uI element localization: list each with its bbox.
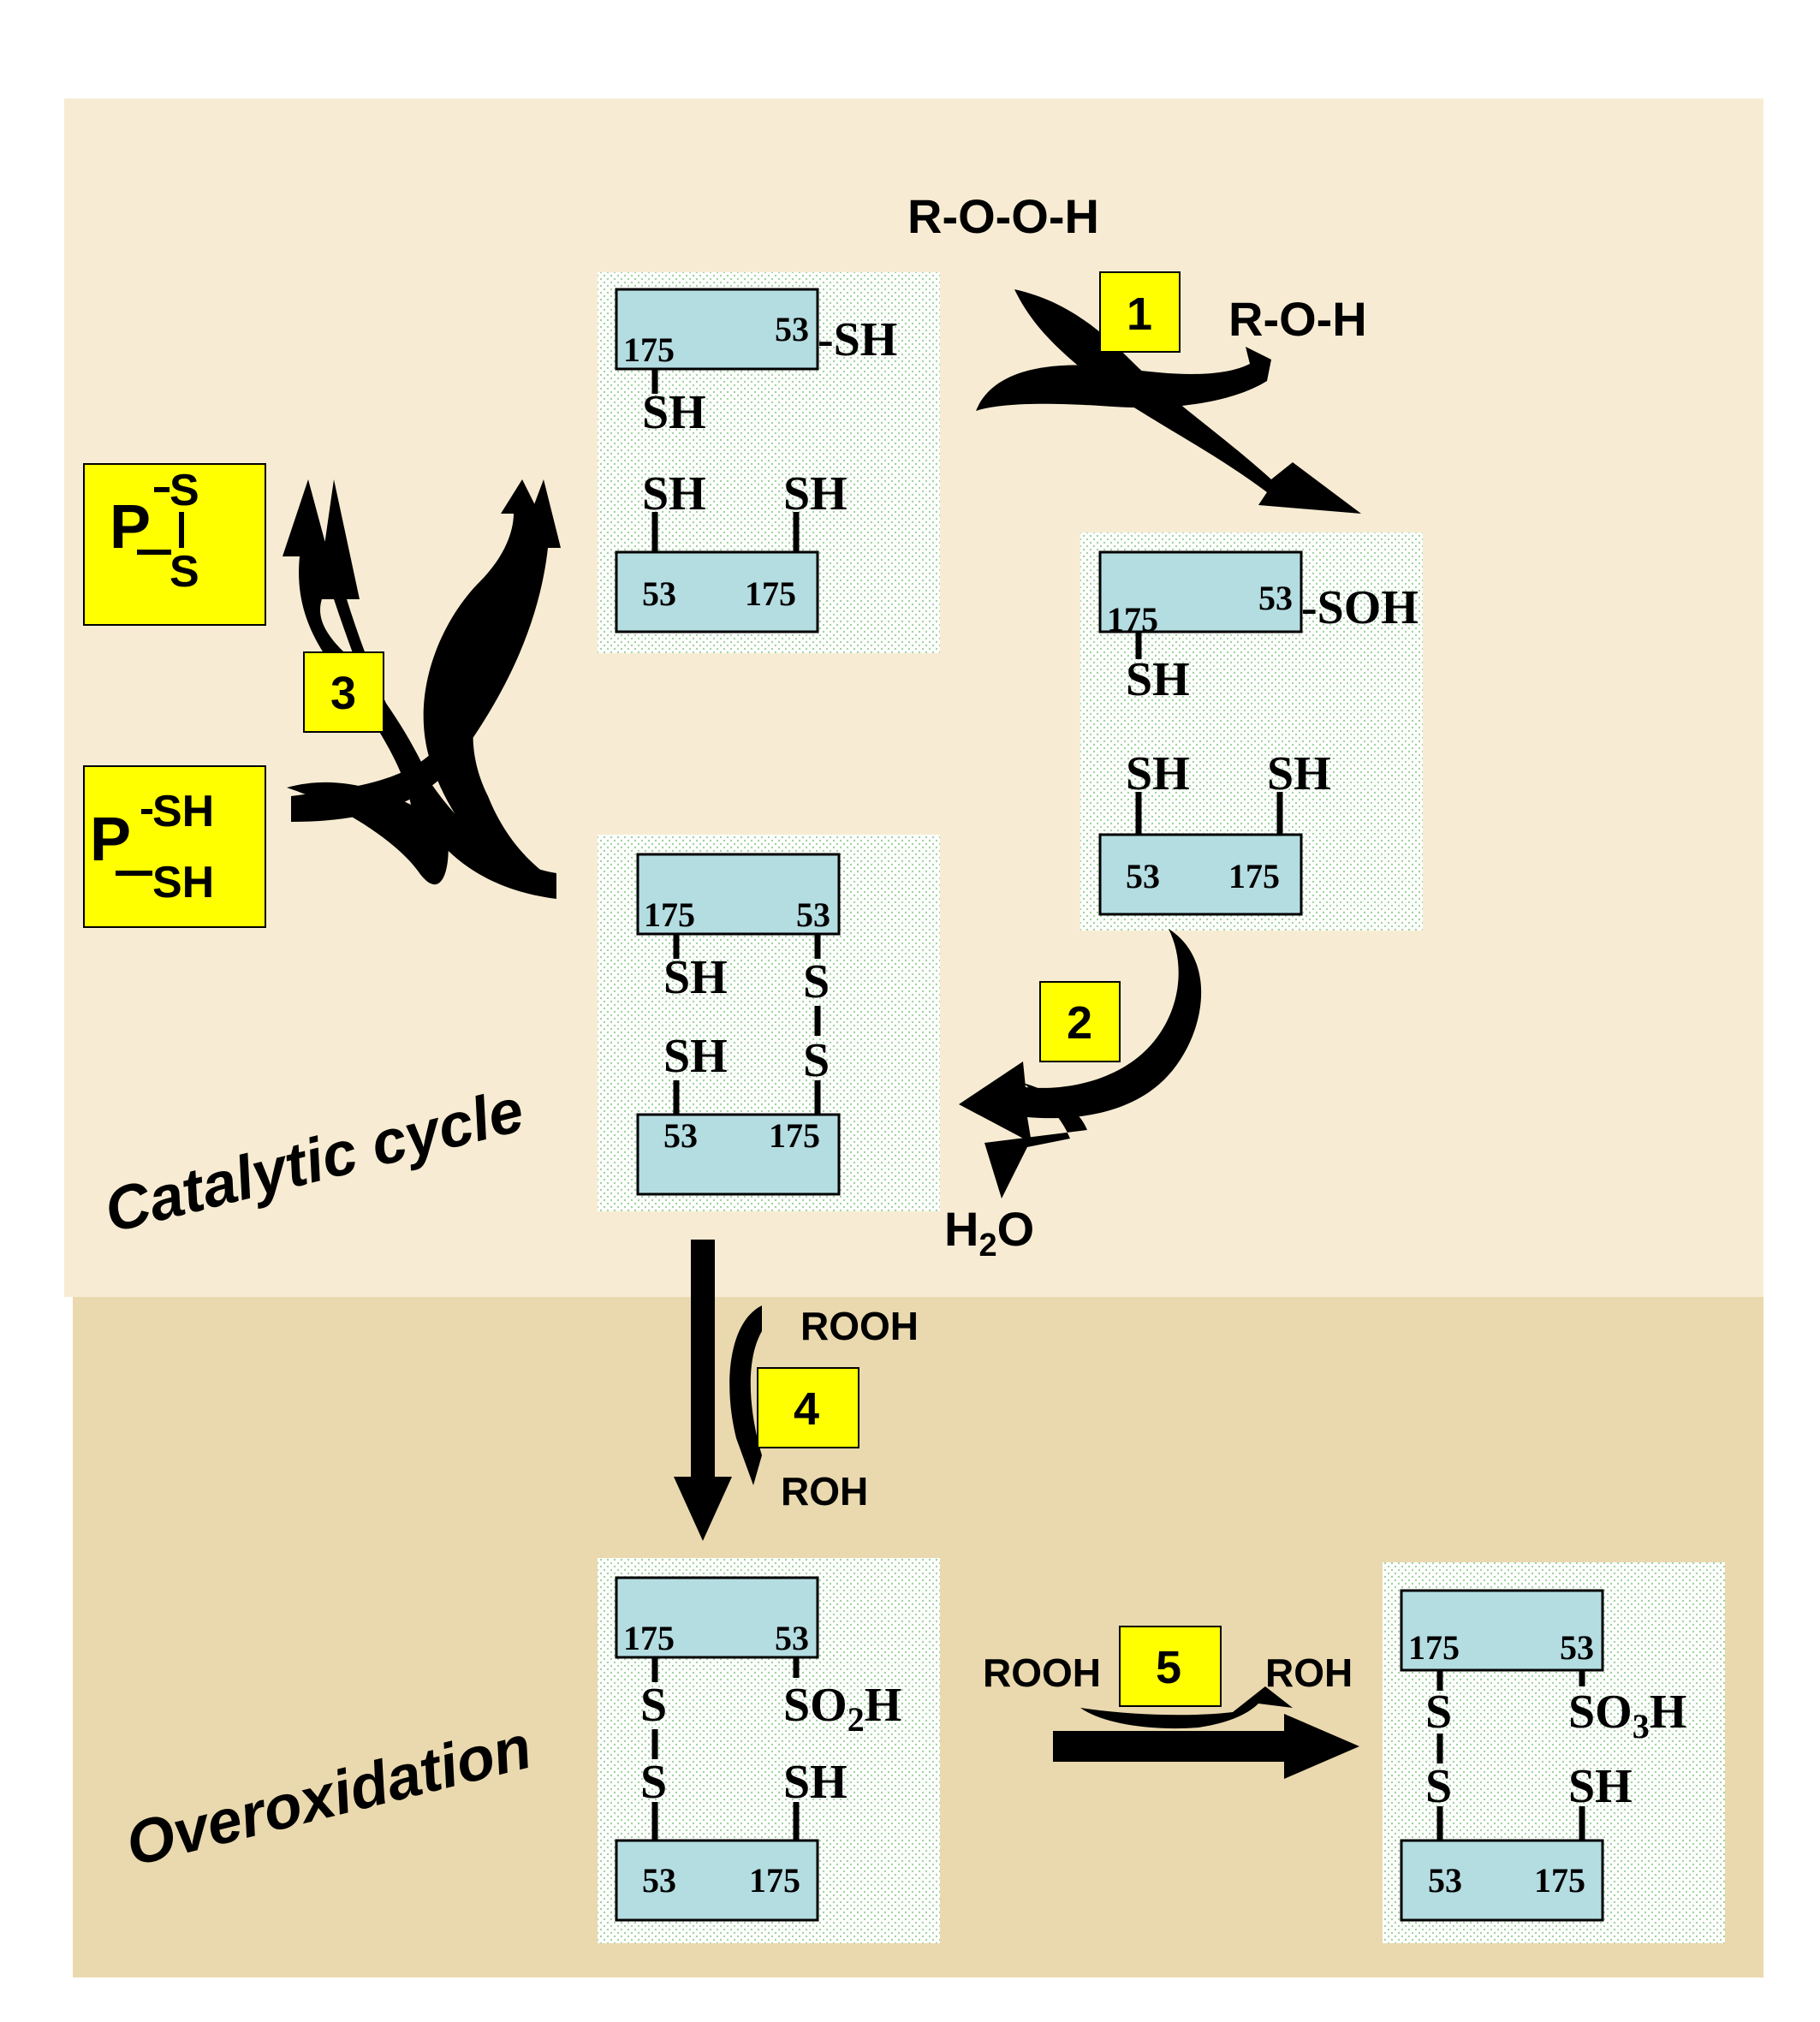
rooh-top: R-O-O-H	[907, 189, 1099, 243]
step-5-label: 5	[1156, 1642, 1181, 1693]
roh-4: ROH	[781, 1469, 868, 1514]
svg-text:-SH: -SH	[818, 313, 897, 366]
svg-text:S: S	[640, 1679, 667, 1732]
svg-text:SH: SH	[152, 787, 214, 836]
sulfinic-acid-dimer: 175 53 S SO2H S SH 53 175	[598, 1558, 940, 1943]
rooh-4: ROOH	[800, 1304, 919, 1348]
svg-text:SH: SH	[663, 951, 728, 1004]
svg-text:175: 175	[1408, 1628, 1460, 1667]
svg-text:175: 175	[644, 895, 695, 934]
svg-text:53: 53	[642, 574, 676, 613]
svg-text:53: 53	[1258, 579, 1293, 617]
rooh-5: ROOH	[983, 1650, 1101, 1695]
svg-text:SH: SH	[1126, 747, 1190, 800]
step-1-badge	[1099, 271, 1181, 353]
reduced-dimer: 175 53 -SH SH SH SH 53 175	[598, 272, 940, 653]
sulfonic-acid-dimer: 175 53 S SO3H S SH 53 175	[1383, 1562, 1725, 1943]
svg-text:175: 175	[745, 574, 796, 613]
svg-text:175: 175	[769, 1116, 820, 1155]
svg-text:S: S	[170, 547, 199, 597]
svg-text:175: 175	[1534, 1861, 1585, 1900]
step-4-label: 4	[794, 1383, 819, 1435]
svg-text:53: 53	[642, 1861, 676, 1900]
step-5-badge	[1119, 1626, 1222, 1707]
svg-text:53: 53	[663, 1116, 698, 1155]
svg-text:SH: SH	[1568, 1760, 1633, 1813]
svg-text:175: 175	[1107, 600, 1158, 639]
oxidized-reductant: P S S	[83, 463, 266, 626]
svg-text:S: S	[640, 1756, 667, 1809]
svg-text:53: 53	[1428, 1861, 1462, 1900]
svg-text:53: 53	[1560, 1628, 1594, 1667]
svg-text:S: S	[1425, 1760, 1452, 1813]
svg-text:175: 175	[749, 1861, 800, 1900]
svg-text:S: S	[803, 1034, 830, 1087]
svg-text:S: S	[1425, 1686, 1452, 1739]
svg-text:53: 53	[775, 310, 809, 348]
svg-text:53: 53	[1126, 857, 1160, 895]
svg-text:SH: SH	[642, 467, 706, 520]
svg-text:SH: SH	[1267, 747, 1331, 800]
step-4-arrows	[674, 1240, 762, 1541]
svg-text:SO3H: SO3H	[1568, 1686, 1686, 1745]
disulfide-dimer: 175 53 SH S SH S 53 175	[598, 835, 940, 1211]
water-label: H2O	[944, 1202, 1034, 1264]
svg-text:P: P	[90, 806, 131, 874]
svg-text:175: 175	[623, 1619, 675, 1657]
step-1-label: 1	[1127, 288, 1152, 340]
svg-text:S: S	[803, 955, 830, 1008]
svg-text:SH: SH	[1126, 653, 1190, 706]
svg-text:-SOH: -SOH	[1301, 581, 1419, 634]
step-2-badge	[1039, 981, 1121, 1062]
svg-text:53: 53	[796, 895, 830, 934]
svg-text:175: 175	[1228, 857, 1280, 895]
sulfenic-acid-dimer: 175 53 -SOH SH SH SH 53 175	[1080, 532, 1423, 931]
step-3-badge	[303, 651, 384, 733]
svg-text:53: 53	[775, 1619, 809, 1657]
roh-top: R-O-H	[1228, 292, 1367, 346]
reduced-reductant: P SH SH	[83, 765, 266, 928]
svg-text:175: 175	[623, 330, 675, 369]
step-2-label: 2	[1067, 997, 1092, 1049]
svg-text:SH: SH	[152, 858, 214, 907]
svg-text:SH: SH	[783, 467, 848, 520]
step-3-arc-right	[291, 479, 561, 822]
svg-text:SH: SH	[663, 1030, 728, 1083]
svg-text:SH: SH	[642, 386, 706, 439]
step-2-arrows	[959, 929, 1202, 1198]
svg-text:SH: SH	[783, 1756, 848, 1809]
step-3-arc-left	[317, 479, 556, 899]
step-5-arrows	[1053, 1686, 1359, 1779]
roh-5: ROH	[1265, 1650, 1353, 1695]
svg-text:SO2H: SO2H	[783, 1679, 901, 1739]
svg-text:S: S	[170, 466, 199, 515]
step-4-badge	[757, 1367, 859, 1448]
step-3-label: 3	[330, 668, 356, 719]
